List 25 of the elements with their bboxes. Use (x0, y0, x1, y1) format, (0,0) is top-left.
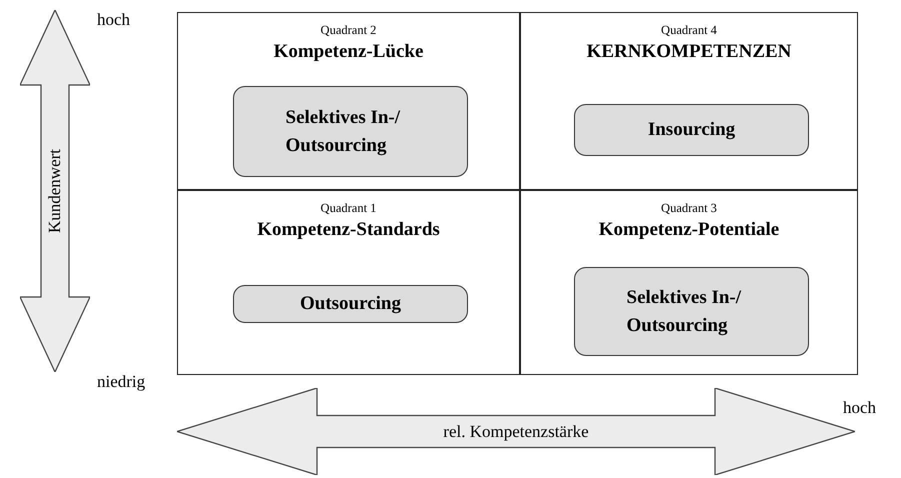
quadrant-title: Kompetenz-Standards (256, 219, 441, 241)
quadrant-number: Quadrant 3 (660, 201, 718, 216)
matrix-cell (177, 190, 520, 375)
strategy-label: Selektives In-/ Outsourcing (284, 106, 402, 158)
quadrant-title: Kompetenz-Lücke (272, 41, 424, 63)
strategy-box (574, 104, 809, 156)
quadrant-number: Quadrant 2 (320, 23, 378, 38)
quadrant-title: Kompetenz-Potentiale (598, 219, 780, 241)
matrix-cell (520, 190, 858, 375)
quadrant-title: KERNKOMPETENZEN (586, 41, 792, 63)
quadrant-number: Quadrant 1 (320, 201, 378, 216)
strategy-label: Outsourcing (300, 292, 401, 316)
axis-end-label: niedrig (97, 372, 146, 392)
quadrant-number: Quadrant 4 (660, 23, 718, 38)
matrix-cell (520, 12, 858, 190)
matrix-cell (177, 12, 520, 190)
axis-end-label: hoch (843, 398, 876, 418)
axis-label: Kundenwert (45, 148, 65, 234)
axis-label: rel. Kompetenzstärke (443, 422, 589, 442)
strategy-box (233, 285, 468, 323)
axis-end-label: hoch (97, 10, 130, 30)
strategy-label: Selektives In-/ Outsourcing (626, 286, 742, 338)
strategy-label: Insourcing (648, 118, 736, 142)
strategy-box (233, 86, 468, 177)
strategy-box (574, 267, 809, 356)
